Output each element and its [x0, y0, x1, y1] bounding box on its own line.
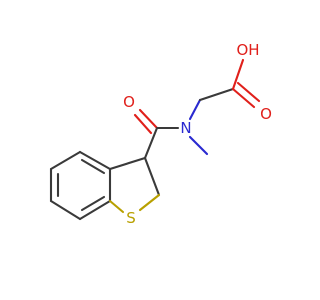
thiophene-ring — [108, 156, 161, 214]
bond-c3-carbonyl — [143, 126, 159, 160]
bond-benzene-6 — [49, 150, 82, 171]
nitrogen-label: N — [180, 119, 191, 137]
amide-group — [133, 98, 209, 160]
bond-n-ch2 — [188, 98, 202, 121]
bond-benzene-double-2 — [80, 195, 106, 212]
bond-ch2-cooh — [198, 87, 235, 102]
bond-benzene-4 — [49, 199, 82, 221]
molecule-structure-drawing: OH O O N S — [49, 41, 272, 227]
bond-carbonyl-o-b — [133, 113, 153, 135]
sulfur-label: S — [126, 209, 136, 227]
bond-c-oh — [231, 58, 245, 91]
carboxyl-oxygen-label: O — [260, 105, 272, 123]
bond-benzene-double-1 — [80, 158, 106, 175]
hydroxyl-label: OH — [236, 41, 259, 59]
bond-c-o-double-b — [236, 81, 261, 103]
benzene-ring — [49, 150, 112, 221]
bond-benzene-1 — [78, 150, 112, 171]
amide-oxygen-label: O — [123, 93, 135, 111]
bond-c3-c2 — [143, 156, 161, 197]
bond-c-o-double-a — [231, 87, 256, 109]
bond-carbonyl-o-a — [138, 108, 159, 130]
bond-s-c7a — [108, 199, 125, 214]
bond-c2-s — [138, 193, 161, 212]
bond-c3a-c3 — [108, 156, 147, 171]
bond-n-methyl — [188, 135, 209, 156]
carboxylic-acid-group — [198, 58, 261, 109]
bond-benzene-3 — [78, 199, 112, 221]
